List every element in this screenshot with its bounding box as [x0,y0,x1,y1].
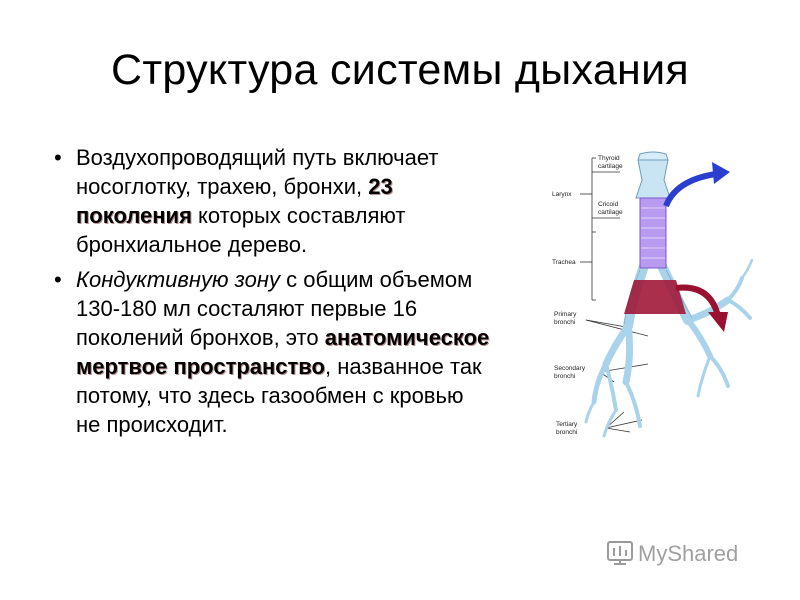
label-secondary: Secondary [554,365,586,372]
bullet-list: Воздухопроводящий путь включает носоглот… [52,143,492,445]
watermark-logo-icon [607,541,633,565]
label-primary: Primary [554,311,577,318]
lower-arrow-head [708,312,728,332]
bullet-text: , названное так потому, что здесь газооб… [76,354,482,437]
trachea-highlight [639,197,667,269]
watermark-text: MyShared [638,541,738,566]
bifurcation-wedge [624,280,686,314]
upper-arrow-head [712,162,730,184]
label-primary-sub: bronchi [554,319,575,326]
bullet-text: которых составляют бронхиальное дерево. [76,203,406,257]
bullet-text: с общим объемом 130-180 мл состаляют пер… [76,267,473,350]
bullet-text: Воздухопроводящий путь включает носоглот… [76,145,439,199]
slide-title: Структура системы дыхания [111,46,689,94]
label-tertiary-sub: bronchi [556,429,577,436]
respiratory-tree-illustration: Thyroid cartilage Larynx Cricoid cartila… [552,151,754,438]
bullet-item-airway: Воздухопроводящий путь включает носоглот… [52,143,492,259]
label-tertiary: Tertiary [556,421,578,428]
upper-airflow-arrow [663,171,717,208]
lower-airflow-arrow [675,284,721,317]
label-cricoid: Cricoid [598,201,619,208]
label-trachea: Trachea [552,259,576,266]
bullet-item-conductive-zone: Кондуктивную зону с общим объемом 130-18… [52,265,492,439]
bullet-emphasis: анатомическое мертвое пространство [76,325,490,379]
label-secondary-sub: bronchi [554,373,575,380]
label-larynx: Larynx [552,191,572,198]
bullet-emphasis: 23 поколения [76,174,393,228]
label-thyroid-sub: cartilage [598,163,623,170]
larynx-shape [635,159,671,199]
label-cricoid-sub: cartilage [598,209,623,216]
bullet-italic-term: Кондуктивную зону [76,267,280,292]
label-thyroid: Thyroid [598,155,620,162]
myshared-watermark: MyShared [607,541,738,566]
